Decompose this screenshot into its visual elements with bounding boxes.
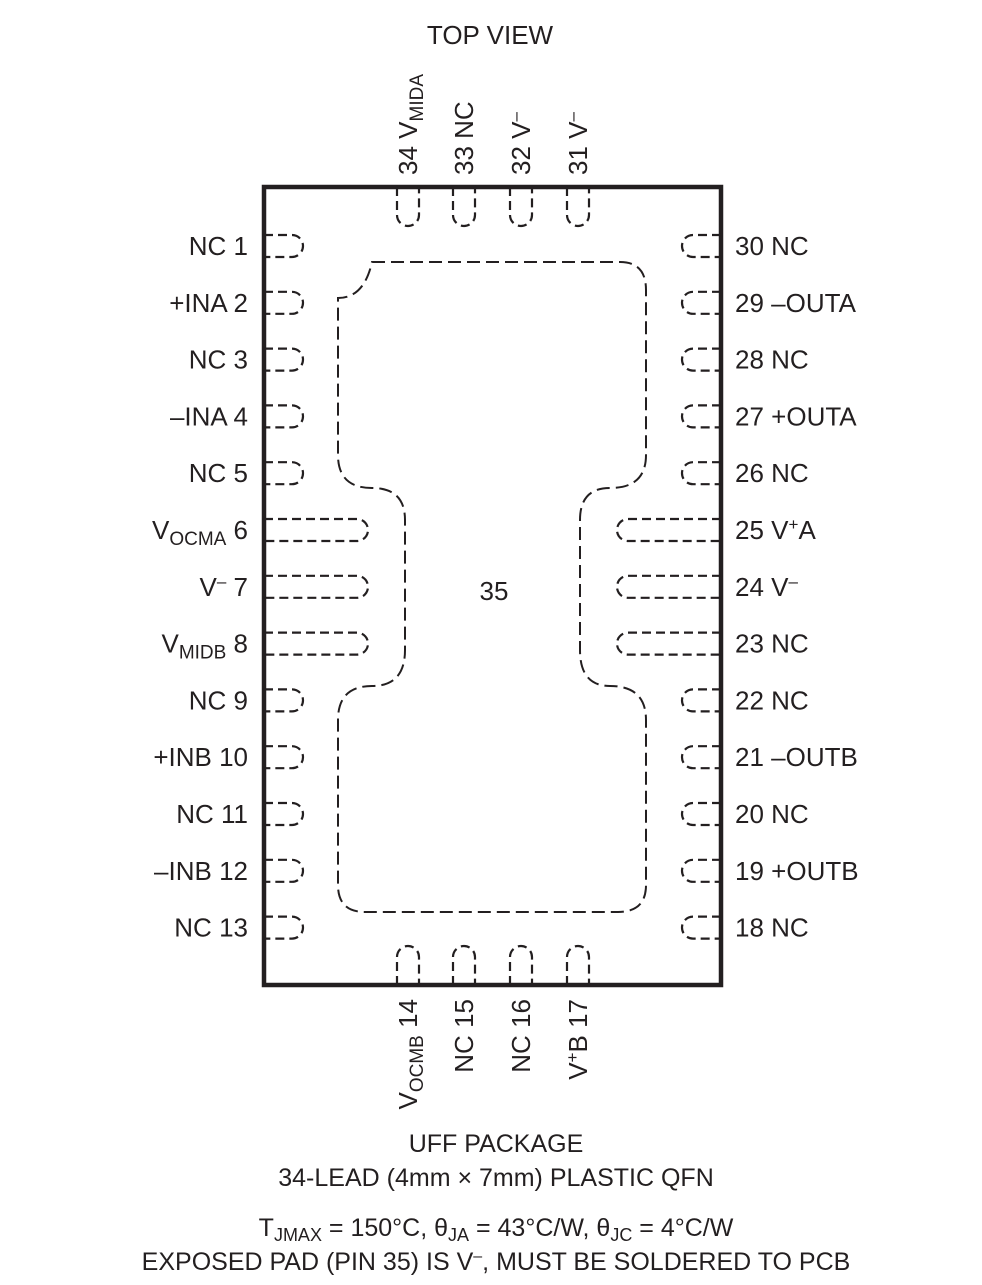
pin-18-label: 18 NC [735,913,809,943]
pin-23-label: 23 NC [735,629,809,659]
pin-22-label: 22 NC [735,685,809,715]
caption-package-name: UFF PACKAGE [409,1130,584,1158]
pin-22-pad [680,688,721,713]
pin-24-pad [615,574,721,599]
exposed-pad-outline [337,261,647,913]
pin-5-label: NC 5 [189,458,248,488]
pin-25-label: 25 V+A [735,515,816,545]
pin-6-label: VOCMA 6 [152,515,248,550]
pin-33-label: 33 NC [449,101,479,175]
pin-10-label: +INB 10 [153,742,248,772]
left-pin-group: NC 1 +INA 2 NC 3 –INA 4 NC 5 VOCMA 6 V– 7 VMIDB… [152,231,370,943]
pin-28-pad [680,347,721,372]
pin-15-pad [451,944,477,985]
pin-14-label: VOCMB 14 [393,999,428,1110]
pin-34-pad [395,187,421,228]
pin-27-pad [680,404,721,429]
pin-30-label: 30 NC [735,231,809,261]
pin-12-pad [264,858,305,883]
pin-13-pad [264,915,305,940]
pin-3-label: NC 3 [189,345,248,375]
pin-18-pad [680,915,721,940]
package-caption: UFF PACKAGE 34-LEAD (4mm × 7mm) PLASTIC … [142,1130,851,1276]
pin-29-label: 29 –OUTA [735,288,857,318]
pin-6-pad [264,517,370,543]
pin-17-label: V+B 17 [563,999,593,1080]
pin-8-label: VMIDB 8 [161,629,248,664]
pin-7-label: V– 7 [200,572,249,602]
pin-15-label: NC 15 [449,999,479,1073]
pin-16-label: NC 16 [506,999,536,1073]
pin-12-label: –INB 12 [154,856,248,886]
pin-11-pad [264,801,305,827]
view-title: TOP VIEW [427,20,554,50]
pin-23-pad [615,631,721,656]
pin-14-pad [395,944,421,985]
pin-26-pad [680,461,721,486]
pin-5-pad [264,461,305,486]
pin-32-pad [508,187,534,228]
pin-8-pad [264,631,370,656]
exposed-pad-label: 35 [480,576,509,606]
pin-11-label: NC 11 [176,799,248,829]
pin-4-pad [264,404,305,429]
pin-9-pad [264,688,305,713]
pin-10-pad [264,745,305,770]
pin-20-label: 20 NC [735,799,809,829]
pin-1-pad [264,233,305,259]
pin-34-label: 34 VMIDA [393,74,428,175]
pin-19-pad [680,858,721,883]
pin-26-label: 26 NC [735,458,809,488]
pin-21-label: 21 –OUTB [735,742,858,772]
pin-33-pad [451,187,477,228]
right-pin-group: 30 NC 29 –OUTA 28 NC 27 +OUTA 26 NC 25 V+A 24 … [615,231,859,943]
pin-20-pad [680,801,721,827]
pin-13-label: NC 13 [174,913,248,943]
pin-7-pad [264,574,370,599]
pin-17-pad [565,944,591,985]
pin-2-label: +INA 2 [169,288,248,318]
pin-31-label: 31 V– [563,112,593,176]
pin-2-pad [264,290,305,315]
pin-3-pad [264,347,305,372]
pin-16-pad [508,944,534,985]
pin-19-label: 19 +OUTB [735,856,859,886]
top-pin-group: 34 VMIDA 33 NC 32 V– 31 V– [393,74,593,228]
pin-1-label: NC 1 [189,231,248,261]
caption-package-desc: 34-LEAD (4mm × 7mm) PLASTIC QFN [278,1164,714,1192]
caption-exposed-pad-note: EXPOSED PAD (PIN 35) IS V–, MUST BE SOLD… [142,1248,851,1276]
pin-9-label: NC 9 [189,685,248,715]
pin-30-pad [680,233,721,259]
pin-24-label: 24 V– [735,572,799,602]
pin-4-label: –INA 4 [170,401,248,431]
pin-21-pad [680,745,721,770]
pin-27-label: 27 +OUTA [735,401,857,431]
bottom-pin-group: VOCMB 14 NC 15 NC 16 V+B 17 [393,944,593,1110]
pin-29-pad [680,290,721,315]
pin-31-pad [565,187,591,228]
package-outline [261,184,724,988]
pin-32-label: 32 V– [506,112,536,176]
pin-28-label: 28 NC [735,345,809,375]
pin-25-pad [615,517,721,543]
caption-thermal-specs: TJMAX = 150°C, θJA = 43°C/W, θJC = 4°C/W [259,1214,734,1245]
